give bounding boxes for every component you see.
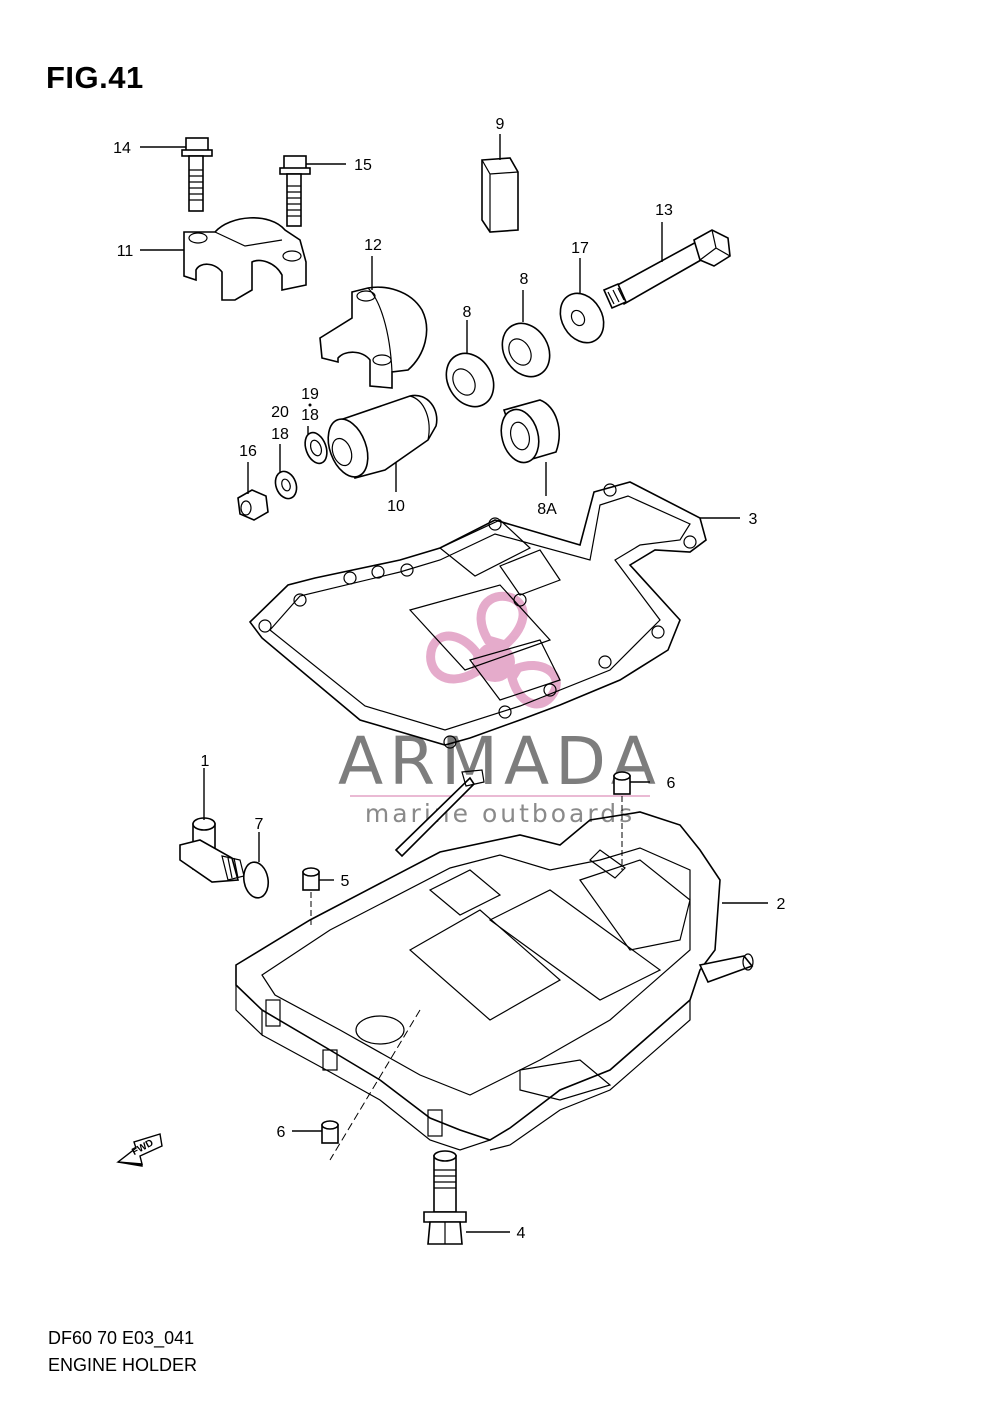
callout-14: 14 <box>113 140 131 157</box>
fwd-direction-arrow: FWD <box>116 1133 163 1167</box>
callout-19: 19 <box>301 386 319 403</box>
part-14-bolt <box>181 137 213 212</box>
part-1-fitting <box>179 817 245 883</box>
callout-10: 10 <box>387 498 405 515</box>
callout-8-upper: 8 <box>520 271 529 288</box>
part-10-engine-mount <box>327 394 438 479</box>
part-2-engine-holder <box>235 769 754 1161</box>
part-8a-bushing <box>500 399 560 464</box>
part-8-rubber-mount-upper <box>501 322 551 378</box>
callout-labels: 14 15 11 9 13 12 17 8 8 19 18 20 18 16 1… <box>113 116 785 1242</box>
callout-1: 1 <box>201 753 210 770</box>
part-16-nut <box>237 489 269 521</box>
callout-8a: 8A <box>537 501 557 518</box>
callout-12: 12 <box>364 237 382 254</box>
callout-18-lower: 18 <box>271 426 289 443</box>
callout-8-lower: 8 <box>463 304 472 321</box>
callout-3: 3 <box>749 511 758 528</box>
callout-17: 17 <box>571 240 589 257</box>
part-5-dowel-pin <box>302 867 320 928</box>
callout-6-lower: 6 <box>277 1124 286 1141</box>
callout-18-upper: 18 <box>301 407 319 424</box>
watermark-tagline: marine outboards <box>365 799 635 828</box>
callout-5: 5 <box>341 873 350 890</box>
diagram-name: ENGINE HOLDER <box>48 1355 198 1375</box>
part-4-flange-bolt <box>423 1150 467 1245</box>
callout-6-upper: 6 <box>667 775 676 792</box>
callout-15: 15 <box>354 157 372 174</box>
part-15-bolt <box>279 155 311 227</box>
callout-11: 11 <box>117 243 134 260</box>
callout-13: 13 <box>655 202 673 219</box>
part-18-19-washer-set <box>304 431 328 465</box>
part-18-20-washer <box>274 470 298 500</box>
callout-20: 20 <box>271 404 289 421</box>
callout-16: 16 <box>239 443 257 460</box>
callout-leader-lines <box>140 134 768 1233</box>
callout-2: 2 <box>777 896 786 913</box>
part-11-upper-bracket <box>183 217 307 301</box>
diagram-code: DF60 70 E03_041 <box>48 1328 195 1348</box>
part-3-gasket <box>248 481 707 749</box>
figure-title: FIG.41 <box>46 60 144 95</box>
part-6-dowel-pin-lower <box>321 1120 339 1144</box>
part-12-lower-bracket <box>319 286 428 389</box>
callout-7: 7 <box>255 816 264 833</box>
part-17-washer <box>559 292 605 344</box>
callout-4: 4 <box>517 1225 526 1242</box>
part-7-o-ring <box>242 861 270 899</box>
callout-dot-separator <box>308 403 312 407</box>
part-9-rubber-pad <box>481 157 519 233</box>
callout-9: 9 <box>496 116 505 133</box>
watermark-brand: ARMADA <box>338 723 662 800</box>
part-13-long-bolt <box>602 229 731 310</box>
part-6-dowel-pin-upper <box>613 771 631 870</box>
part-8-rubber-mount-lower <box>445 352 495 408</box>
